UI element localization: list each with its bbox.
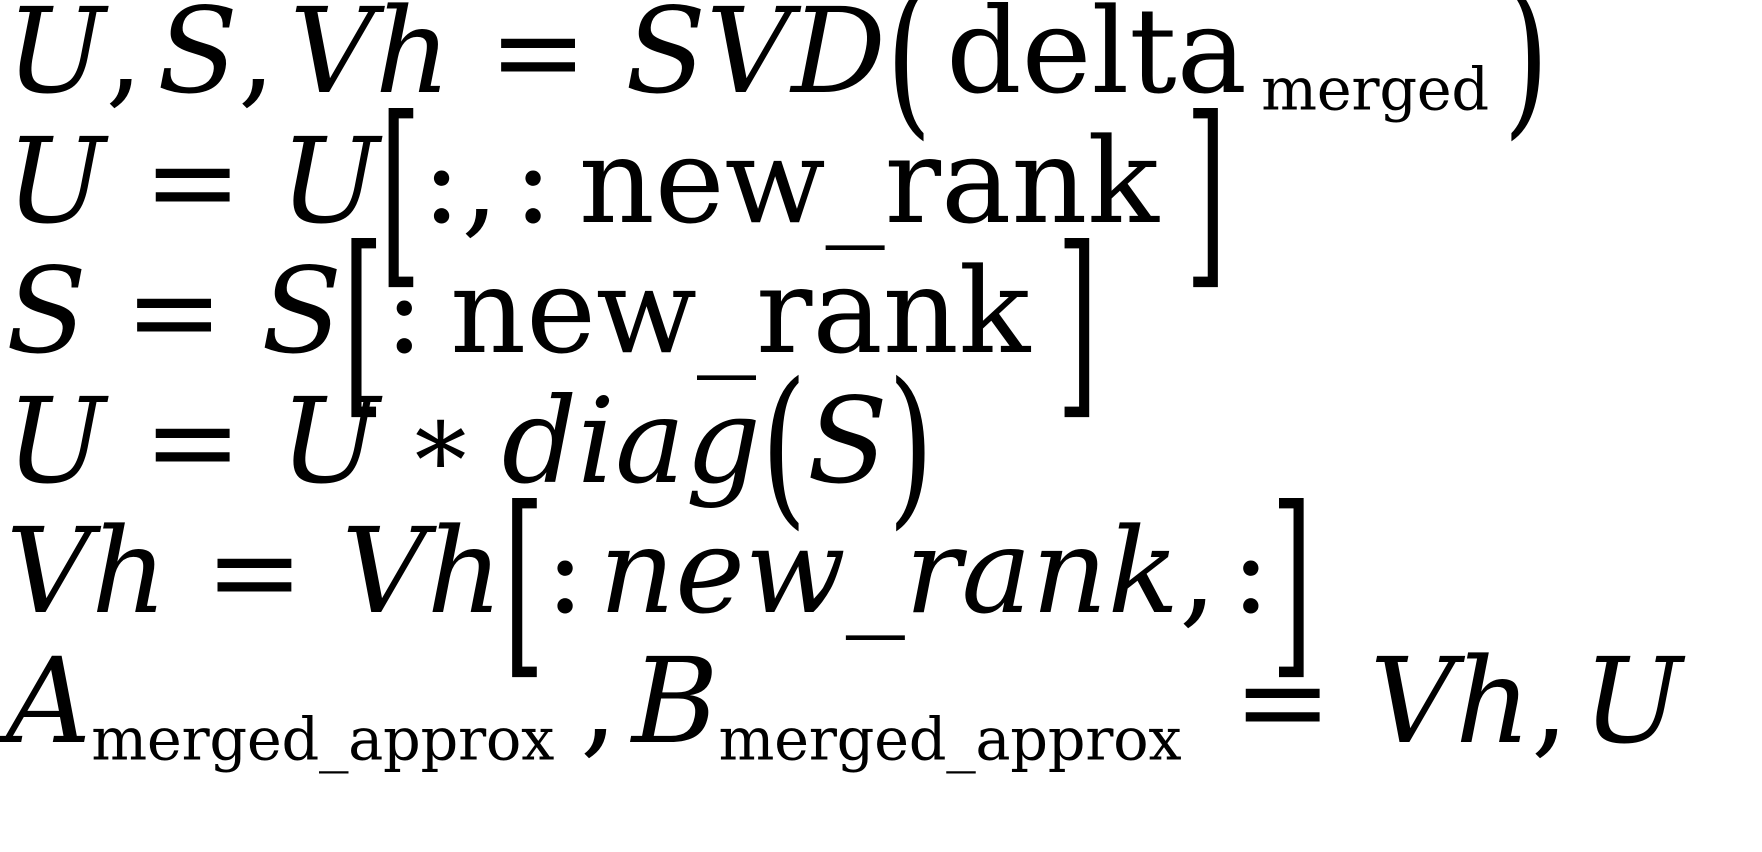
argument-delta: delta [946,0,1247,120]
function-svd: SVD [625,0,886,120]
comma-separator: , [580,632,618,770]
subscript-merged-approx-b: merged_approx [718,704,1182,774]
equals-sign: = [124,242,224,380]
variable-u: U [6,0,106,120]
variable-vh: Vh [1369,632,1532,770]
slice-all-colon: : [1230,502,1271,640]
variable-s-rhs: S [261,242,343,380]
equals-sign: = [143,112,243,250]
variable-s-lhs: S [6,242,87,380]
equals-sign: = [143,372,243,510]
close-bracket: ] [1184,73,1228,309]
variable-vh-lhs: Vh [6,502,168,640]
open-bracket: [ [502,463,546,699]
slice-end-new-rank: new_rank [450,242,1031,380]
equation-line-truncate-u-columns: U=U[:,:new_rank] [6,91,1227,291]
variable-u: U [1582,632,1683,770]
comma-separator: , [461,112,499,250]
comma-separator: , [237,0,276,120]
subscript-merged-approx-a: merged_approx [91,704,555,774]
variable-vh: Vh [289,0,451,120]
slice-colon: : [513,112,553,250]
close-paren: ) [1503,0,1550,156]
slice-end-new-rank: new_rank [599,502,1180,640]
equation-line-scale-u-by-singular-values: U=U∗diag(S) [6,360,934,531]
slice-end-new-rank: new_rank [578,112,1159,250]
variable-vh-rhs: Vh [341,502,503,640]
open-paren: ( [885,0,932,156]
variable-b: B [631,632,719,770]
open-bracket: [ [342,203,385,439]
variable-u-rhs: U [279,372,380,510]
variable-s: S [157,0,238,120]
equation-line-assign-merged-approx: Amerged_approx,Bmerged_approx=Vh,U [6,642,1682,769]
variable-a: A [6,632,92,770]
equals-sign: = [1233,632,1333,770]
equals-sign: = [488,0,588,120]
close-bracket: ] [1270,463,1313,699]
comma-separator: , [1179,502,1217,640]
close-bracket: ] [1056,203,1099,439]
equation-line-truncate-vh-rows: Vh=Vh[:new_rank,:] [6,481,1313,681]
open-bracket: [ [379,73,422,309]
multiplication-operator: ∗ [405,380,476,501]
close-paren: ) [887,345,934,546]
open-paren: ( [760,345,807,546]
variable-u-rhs: U [279,112,380,250]
slice-colon: : [545,502,585,640]
comma-separator: , [1531,632,1569,770]
subscript-merged: merged [1261,54,1489,124]
comma-separator: , [105,0,143,120]
slice-colon: : [384,242,425,380]
equals-sign: = [204,502,304,640]
slice-all-colon: : [421,112,462,250]
argument-s: S [806,372,888,510]
function-diag: diag [501,372,761,510]
variable-u-lhs: U [6,372,106,510]
variable-u-lhs: U [6,112,106,250]
equation-line-truncate-s: S=S[:new_rank] [6,221,1099,421]
